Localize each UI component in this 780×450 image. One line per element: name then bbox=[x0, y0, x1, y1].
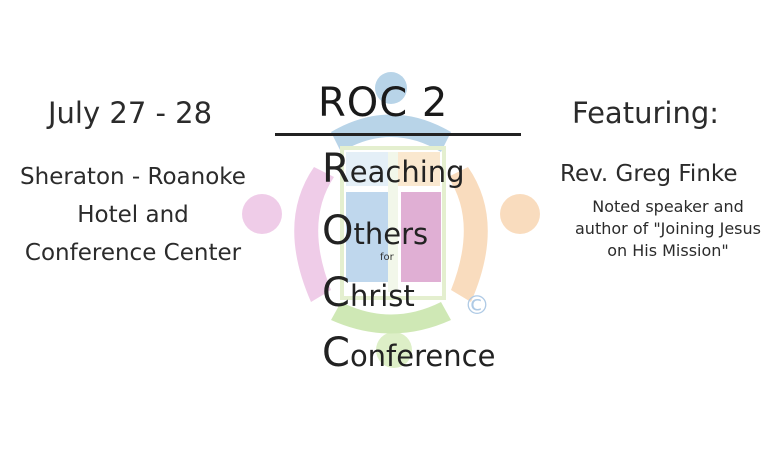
acronym-rest: onference bbox=[349, 339, 496, 373]
logo-head-pink bbox=[242, 194, 282, 234]
acronym-initial: C bbox=[322, 270, 350, 316]
logo-arm-orange bbox=[448, 167, 488, 302]
logo-head-orange bbox=[500, 194, 540, 234]
acronym-initial: R bbox=[322, 146, 350, 192]
logo-arm-green bbox=[331, 302, 451, 334]
speaker-name: Rev. Greg Finke bbox=[560, 161, 738, 187]
speaker-desc-line-3: on His Mission" bbox=[607, 241, 729, 260]
acronym-rest: hrist bbox=[349, 279, 415, 313]
event-dates: July 27 - 28 bbox=[48, 96, 213, 130]
venue-line-2: Hotel and bbox=[77, 202, 189, 228]
logo-window-frame bbox=[340, 146, 446, 300]
logo-head-blue bbox=[375, 72, 407, 104]
acronym-line-reaching: Reaching bbox=[322, 146, 465, 192]
featuring-heading: Featuring: bbox=[572, 96, 719, 130]
venue-line-1: Sheraton - Roanoke bbox=[20, 164, 246, 190]
logo-pane-top-left bbox=[346, 152, 392, 186]
roc-logo: © bbox=[242, 72, 540, 368]
speaker-desc-line-2: author of "Joining Jesus bbox=[575, 219, 761, 238]
logo-head-green bbox=[376, 332, 412, 368]
copyright-mark: © bbox=[464, 291, 490, 321]
logo-cross-vertical bbox=[388, 152, 398, 292]
logo-pane-bottom-left bbox=[346, 192, 388, 282]
acronym-line-conference: Conference bbox=[322, 330, 495, 376]
event-title: ROC 2 bbox=[318, 80, 449, 126]
acronym-line-christ: Christ bbox=[322, 270, 415, 316]
acronym-line-others: Others bbox=[322, 208, 428, 254]
acronym-for: for bbox=[380, 252, 394, 263]
acronym-initial: O bbox=[322, 208, 354, 254]
logo-arm-pink bbox=[294, 167, 334, 302]
title-underline bbox=[275, 133, 521, 136]
event-venue: Sheraton - Roanoke Hotel and Conference … bbox=[0, 158, 266, 272]
logo-pane-top-right bbox=[398, 152, 440, 186]
acronym-rest: thers bbox=[353, 217, 429, 251]
acronym-rest: eaching bbox=[349, 155, 465, 189]
acronym-initial: C bbox=[322, 330, 350, 376]
speaker-desc-line-1: Noted speaker and bbox=[592, 197, 744, 216]
logo-pane-bottom-right bbox=[401, 192, 441, 282]
speaker-description: Noted speaker and author of "Joining Jes… bbox=[560, 196, 776, 262]
venue-line-3: Conference Center bbox=[24, 240, 242, 266]
